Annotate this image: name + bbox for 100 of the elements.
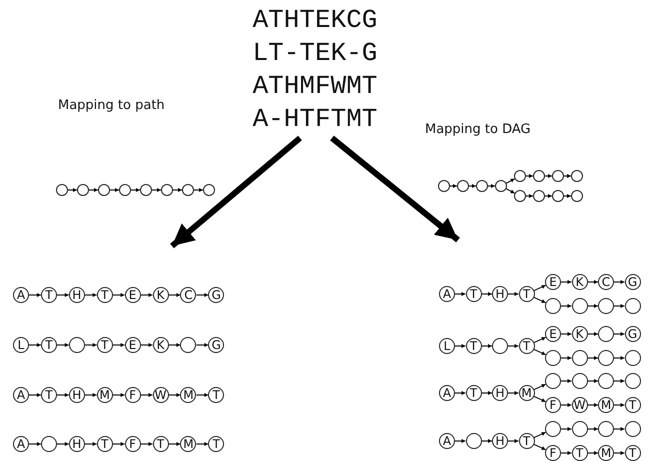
- letter-node: T: [466, 385, 482, 401]
- empty-node: [624, 298, 640, 314]
- letter-node: G: [624, 326, 640, 342]
- empty-node: [77, 184, 89, 196]
- arrow: [110, 188, 120, 192]
- arrow: [508, 344, 519, 348]
- letter-node: T: [624, 397, 640, 413]
- arrow: [481, 439, 492, 443]
- arrow: [168, 442, 181, 446]
- arrow: [587, 427, 598, 431]
- letter-node: T: [96, 287, 113, 303]
- empty-node: [457, 180, 469, 192]
- letter-node: M: [180, 387, 196, 403]
- letter-node: T: [624, 445, 640, 461]
- arrow: [140, 293, 153, 297]
- arrow: [28, 343, 42, 347]
- arrow: [560, 304, 572, 308]
- letter-node: T: [96, 337, 113, 353]
- arrow: [508, 439, 519, 443]
- section-heading: Mapping to DAG: [425, 122, 531, 137]
- letter-node: M: [96, 387, 113, 403]
- arrow: [481, 344, 492, 348]
- arrow: [468, 184, 476, 188]
- arrow: [614, 427, 625, 431]
- empty-node: [180, 337, 196, 353]
- letter-node: K: [152, 287, 168, 303]
- arrow: [481, 292, 492, 296]
- arrow: [112, 442, 126, 446]
- empty-node: [598, 350, 614, 366]
- arrow: [196, 343, 209, 347]
- arrow: [68, 188, 78, 192]
- arrow: [587, 356, 598, 360]
- letter-node: M: [180, 436, 196, 452]
- letter-node: T: [96, 436, 113, 452]
- letter-node: F: [545, 397, 561, 413]
- letter-node: M: [518, 385, 534, 401]
- arrow: [508, 391, 519, 395]
- arrow: [560, 280, 572, 284]
- arrow: [560, 451, 572, 455]
- arrow: [170, 136, 302, 248]
- arrow: [560, 356, 572, 360]
- arrow: [614, 379, 625, 383]
- arrow: [544, 174, 552, 178]
- arrow: [454, 391, 466, 395]
- arrow: [564, 174, 572, 178]
- arrow: [28, 293, 42, 297]
- arrow: [140, 343, 153, 347]
- letter-node: T: [208, 387, 224, 403]
- empty-node: [552, 170, 564, 182]
- arrow: [168, 343, 181, 347]
- letter-node: T: [208, 436, 224, 452]
- empty-node: [572, 373, 588, 389]
- arrow: [168, 393, 181, 397]
- empty-node: [571, 170, 583, 182]
- empty-node: [552, 190, 564, 202]
- arrow: [544, 194, 552, 198]
- letter-node: C: [180, 287, 196, 303]
- empty-node: [598, 373, 614, 389]
- letter-node: A: [439, 433, 455, 449]
- letter-node: T: [152, 436, 168, 452]
- empty-node: [624, 350, 640, 366]
- empty-node: [572, 298, 588, 314]
- arrow: [587, 280, 598, 284]
- section-heading: Mapping to path: [58, 98, 165, 113]
- empty-node: [598, 421, 614, 437]
- empty-node: [514, 190, 526, 202]
- arrow: [28, 442, 42, 446]
- arrow: [194, 188, 204, 192]
- arrow: [140, 442, 153, 446]
- sequence-alignment: ATHTEKCG LT-TEK-G ATHMFWMT A-HTFTMT: [240, 4, 390, 138]
- empty-node: [98, 184, 110, 196]
- arrow: [84, 293, 98, 297]
- arrow: [560, 379, 572, 383]
- arrow: [112, 293, 126, 297]
- arrow: [587, 403, 598, 407]
- letter-node: W: [152, 387, 168, 403]
- arrow: [587, 451, 598, 455]
- arrow: [454, 439, 466, 443]
- arrow: [152, 188, 162, 192]
- letter-node: K: [152, 337, 168, 353]
- arrow: [533, 284, 546, 292]
- letter-node: H: [492, 385, 508, 401]
- letter-node: H: [492, 286, 508, 302]
- arrow: [454, 292, 466, 296]
- arrow: [506, 188, 516, 194]
- letter-node: M: [598, 397, 614, 413]
- empty-node: [476, 180, 488, 192]
- letter-node: C: [598, 274, 614, 290]
- empty-node: [533, 190, 545, 202]
- letter-node: K: [572, 274, 588, 290]
- letter-node: T: [40, 337, 57, 353]
- letter-node: L: [13, 337, 29, 353]
- letter-node: T: [466, 338, 482, 354]
- empty-node: [495, 180, 507, 192]
- letter-node: T: [518, 433, 534, 449]
- letter-node: G: [624, 274, 640, 290]
- arrow: [196, 442, 209, 446]
- letter-node: A: [13, 436, 29, 452]
- arrow: [330, 136, 460, 242]
- arrow: [84, 393, 98, 397]
